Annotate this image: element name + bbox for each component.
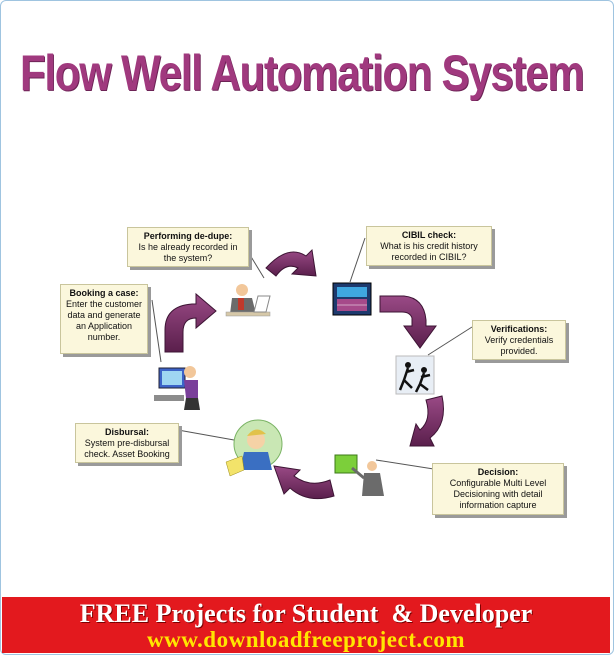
decision-illustration xyxy=(334,454,384,496)
arrow-4 xyxy=(409,395,444,447)
dedupe-illustration xyxy=(225,284,271,317)
arrow-2 xyxy=(265,248,317,277)
step-verifications-heading: Verifications: xyxy=(490,324,548,334)
step-booking-note: Booking a case: Enter the customer data … xyxy=(60,284,148,354)
page-title: Flow Well Automation System xyxy=(20,45,585,101)
disbursal-illustration xyxy=(225,419,283,477)
step-cibil-note: CIBIL check: What is his credit history … xyxy=(366,226,492,266)
arrow-5 xyxy=(273,465,335,500)
arrow-3 xyxy=(379,295,437,349)
step-disbursal-text: System pre-disbursal check. Asset Bookin… xyxy=(84,438,170,459)
step-dedupe-text: Is he already recorded in the system? xyxy=(138,242,238,263)
step-decision-note: Decision: Configurable Multi Level Decis… xyxy=(432,463,564,515)
connector-lines xyxy=(151,237,473,471)
step-decision-text: Configurable Multi Level Decisioning wit… xyxy=(449,478,547,510)
step-verifications-text: Verify credentials provided. xyxy=(484,335,554,356)
step-cibil-heading: CIBIL check: xyxy=(401,230,457,240)
step-disbursal-note: Disbursal: System pre-disbursal check. A… xyxy=(75,423,179,463)
flow-illustration xyxy=(151,237,473,500)
step-dedupe-heading: Performing de-dupe: xyxy=(143,231,233,241)
step-disbursal-heading: Disbursal: xyxy=(104,427,149,437)
cibil-illustration xyxy=(332,282,372,316)
step-cibil-text: What is his credit history recorded in C… xyxy=(380,241,478,262)
step-verifications-note: Verifications: Verify credentials provid… xyxy=(472,320,566,360)
flow-arrows xyxy=(164,248,444,500)
booking-illustration xyxy=(154,366,200,410)
step-dedupe-note: Performing de-dupe: Is he already record… xyxy=(127,227,249,267)
step-booking-text: Enter the customer data and generate an … xyxy=(65,299,143,342)
banner-tagline: FREE Projects for Student & Developer xyxy=(79,599,533,628)
step-decision-heading: Decision: xyxy=(477,467,519,477)
verifications-illustration xyxy=(395,355,435,395)
promo-banner[interactable]: FREE Projects for Student & Developer ww… xyxy=(2,597,610,653)
banner-url-link[interactable]: www.downloadfreeproject.com xyxy=(147,627,465,652)
arrow-1 xyxy=(164,292,217,353)
step-booking-heading: Booking a case: xyxy=(69,288,139,298)
